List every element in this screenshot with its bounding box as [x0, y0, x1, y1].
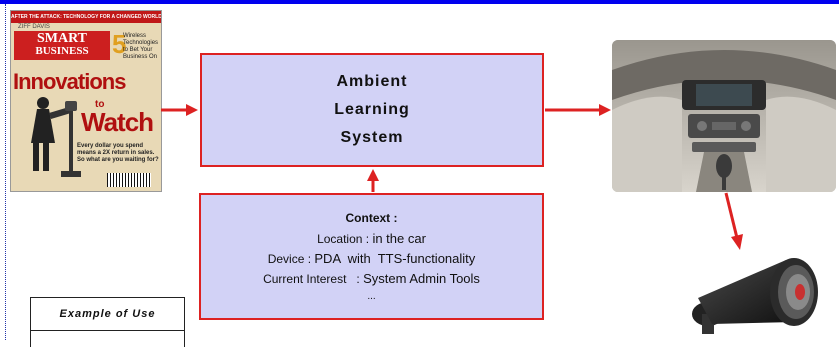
left-border [5, 4, 6, 340]
context-location-value: in the car [372, 231, 426, 246]
magazine-cover-image: AFTER THE ATTACK: TECHNOLOGY FOR A CHANG… [10, 10, 162, 192]
magazine-headline-2: Watch [81, 107, 154, 137]
context-interest-label: Current Interest : [263, 272, 364, 286]
context-location-label: Location : [317, 232, 373, 246]
example-of-use-label: Example of Use [59, 308, 156, 320]
magazine-headline-to: to [95, 99, 105, 110]
context-box: Context : Location : in the car Device :… [199, 193, 544, 320]
example-of-use-box: Example of Use [30, 297, 185, 347]
arrow-context-to-ambient [367, 169, 379, 192]
ambient-learning-system-box: Ambient Learning System [200, 53, 544, 167]
magazine-five: 5 [112, 29, 127, 59]
car-dashboard-illustration [612, 40, 836, 192]
megaphone-speaker-image [678, 252, 838, 340]
magazine-headline-1: Innovations [13, 69, 126, 94]
context-ellipsis: ... [367, 291, 376, 302]
connector-arrows [161, 104, 743, 250]
ambient-line-2: Learning [334, 101, 410, 118]
context-device-row: Device : PDA with TTS-functionality [201, 251, 542, 266]
context-interest-value: System Admin Tools [363, 271, 480, 286]
magazine-tagline: Every dollar you spend means a 2X return… [77, 143, 159, 163]
arrow-ambient-to-car [545, 104, 611, 116]
ambient-line-1: Ambient [336, 73, 408, 90]
magazine-barcode [107, 173, 151, 187]
arrow-car-to-speaker [724, 192, 743, 250]
example-divider [31, 330, 184, 331]
context-device-rest: with TTS-functionality [340, 251, 476, 266]
car-interior-image [612, 40, 836, 192]
context-device-label: Device : [267, 252, 315, 266]
context-interest-row: Current Interest : System Admin Tools [201, 271, 542, 286]
context-location-row: Location : in the car [201, 231, 542, 246]
magazine-brand-line1: SMART [36, 31, 88, 46]
context-device-value: PDA [314, 251, 341, 266]
megaphone-icon [692, 258, 818, 334]
top-border [0, 0, 839, 4]
magazine-brand-line2: BUSINESS [35, 45, 89, 57]
magazine-wireless-teaser: Wireless Technologies to Bet Your Busine… [123, 33, 159, 60]
magazine-figure-illustration [31, 97, 81, 177]
magazine-publisher: ZIFF DAVIS [18, 24, 50, 30]
magazine-banner: AFTER THE ATTACK: TECHNOLOGY FOR A CHANG… [11, 11, 161, 23]
arrow-magazine-to-ambient [161, 104, 198, 116]
context-title: Context : [345, 211, 398, 225]
magazine-brand-block: SMART BUSINESS [14, 31, 110, 60]
ambient-line-3: System [340, 129, 404, 146]
